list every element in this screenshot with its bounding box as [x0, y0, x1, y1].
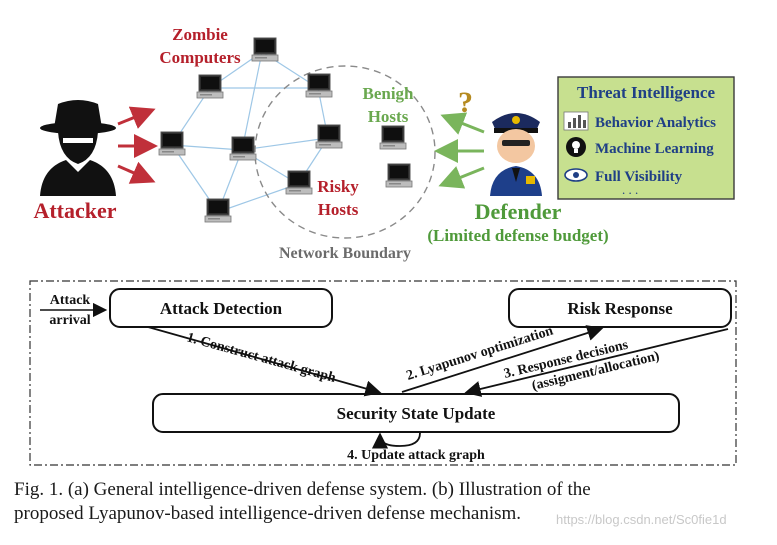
network-boundary-label: Network Boundary — [279, 245, 411, 262]
eye-icon — [564, 168, 588, 182]
defense-budget-label: (Limited defense budget) — [427, 226, 608, 245]
risk-response-label: Risk Response — [567, 299, 673, 318]
threat-intelligence-panel: Threat Intelligence Behavior Analytics M… — [557, 76, 735, 200]
question-mark: ? — [458, 86, 473, 119]
watermark: https://blog.csdn.net/Sc0fie1d — [556, 512, 727, 527]
threat-item-label: Machine Learning — [595, 141, 714, 157]
security-state-update-label: Security State Update — [337, 404, 496, 423]
risky-hosts-label: Hosts — [318, 200, 359, 219]
step1-label: 1. Construct attack graph — [185, 330, 338, 386]
benign-hosts-label: Hosts — [368, 107, 409, 126]
attack-arrival-label: Attack — [50, 293, 91, 308]
benign-hosts-label: Benigh — [362, 84, 414, 103]
computer-icon — [315, 124, 343, 149]
threat-ellipsis: . . . — [622, 182, 638, 197]
computer-icon — [285, 170, 313, 195]
computer-icon — [196, 74, 224, 99]
computer-icon — [158, 131, 186, 156]
threat-item-label: Behavior Analytics — [595, 115, 716, 131]
caption-line: Fig. 1. (a) General intelligence-driven … — [14, 479, 591, 500]
zombie-label: Computers — [159, 48, 241, 67]
defender-label: Defender — [475, 199, 562, 224]
security-state-update-box — [152, 393, 680, 433]
attacker-label: Attacker — [33, 198, 116, 223]
mechanism-panel — [29, 280, 737, 466]
attack-detection-label: Attack Detection — [160, 299, 283, 318]
threat-title: Threat Intelligence — [577, 83, 715, 102]
step4-label: 4. Update attack graph — [347, 448, 485, 463]
brain-icon — [566, 137, 586, 157]
threat-item-label: Full Visibility — [595, 169, 683, 185]
attack-detection-box — [109, 288, 333, 328]
computer-icon — [229, 136, 257, 161]
step3-arrow — [464, 328, 729, 397]
step4-loop-arrow — [371, 432, 421, 449]
attacker-icon — [40, 100, 116, 196]
step1-arrow — [147, 326, 382, 397]
chart-icon — [563, 111, 589, 131]
defender-icon — [490, 113, 542, 196]
computer-icon — [251, 37, 279, 62]
attacker-eyes — [63, 138, 93, 143]
zombie-label: Zombie — [172, 25, 228, 44]
caption-line: proposed Lyapunov-based intelligence-dri… — [14, 503, 522, 524]
computer-icon — [305, 73, 333, 98]
figure-caption: Fig. 1. (a) General intelligence-driven … — [14, 478, 769, 526]
computer-icon — [385, 163, 413, 188]
risk-response-box — [508, 288, 732, 328]
attack-arrows — [117, 106, 158, 184]
attack-arrival-label: arrival — [49, 313, 90, 328]
risky-hosts-label: Risky — [317, 177, 359, 196]
computer-icon — [379, 125, 407, 150]
step2-arrow — [401, 325, 604, 393]
computer-icon — [204, 198, 232, 223]
defense-arrows — [434, 112, 485, 189]
